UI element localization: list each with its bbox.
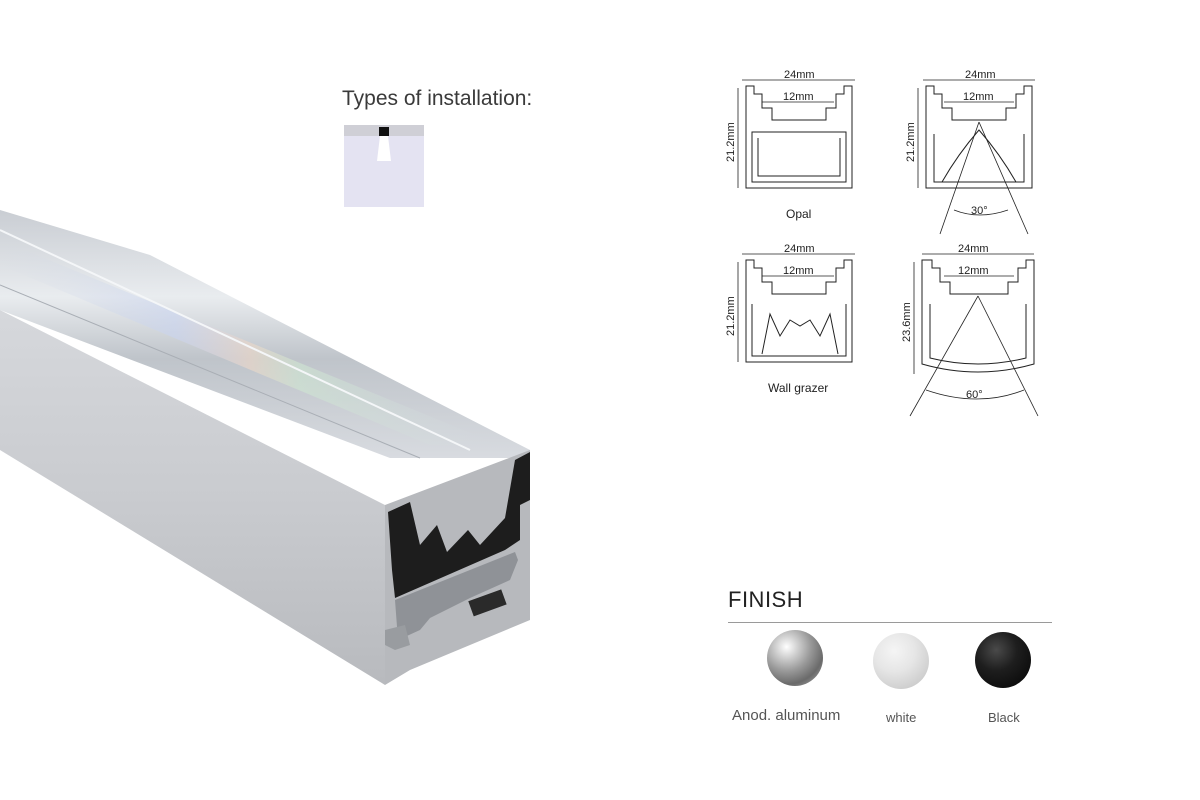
diagram-height-label: 23.6mm [901, 302, 913, 342]
diagram-height-label: 21.2mm [725, 296, 737, 336]
finish-label-aluminum: Anod. aluminum [732, 707, 841, 724]
diagram-inner-width-label: 12mm [963, 91, 994, 103]
finish-swatch-black [975, 632, 1031, 688]
diagram-width-label: 24mm [958, 243, 989, 255]
diagram-caption: Wall grazer [768, 381, 828, 395]
installation-title: Types of installation: [342, 87, 533, 110]
diagram-height-label: 21.2mm [905, 122, 917, 162]
diagram-60-degree: 24mm 12mm 23.6mm 60° [901, 243, 1039, 417]
recessed-installation-icon [344, 125, 424, 207]
profile-diagrams: 24mm 12mm 21.2mm Opal 24mm 12mm 21.2mm 3… [725, 69, 1039, 417]
finish-title: FINISH [728, 587, 804, 612]
finish-swatch-white [873, 633, 929, 689]
diagram-inner-width-label: 12mm [783, 91, 814, 103]
diagram-width-label: 24mm [784, 243, 815, 255]
finish-label-white: white [886, 710, 917, 725]
beam-angle-label: 30° [971, 205, 988, 217]
diagram-opal: 24mm 12mm 21.2mm Opal [725, 69, 855, 221]
diagram-caption: Opal [786, 207, 811, 221]
diagram-30-degree: 24mm 12mm 21.2mm 30° [905, 69, 1035, 235]
finish-label-black: Black [988, 710, 1020, 725]
beam-angle-label: 60° [966, 389, 983, 401]
diagram-width-label: 24mm [965, 69, 996, 81]
diagram-height-label: 21.2mm [725, 122, 737, 162]
finish-divider [728, 622, 1052, 623]
diagram-wall-grazer: 24mm 12mm 21.2mm Wall grazer [725, 243, 855, 395]
finish-swatch-aluminum [767, 630, 823, 686]
diagram-width-label: 24mm [784, 69, 815, 81]
product-image [0, 210, 530, 685]
diagram-inner-width-label: 12mm [783, 265, 814, 277]
diagram-inner-width-label: 12mm [958, 265, 989, 277]
